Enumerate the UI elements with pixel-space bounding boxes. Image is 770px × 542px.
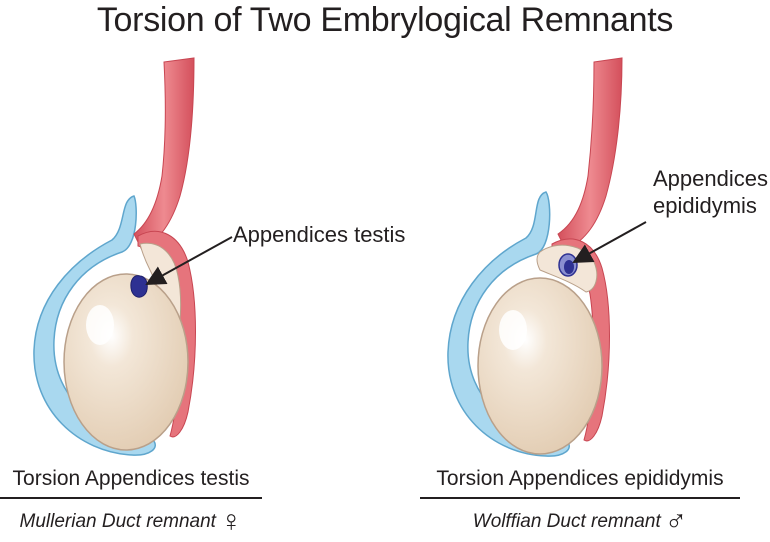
left-testis-illustration xyxy=(33,57,196,456)
left-divider xyxy=(0,497,262,499)
right-testis xyxy=(477,277,603,455)
right-spermatic-cord xyxy=(557,57,623,251)
left-appendix-testis xyxy=(130,275,148,298)
right-appendix-label-line2: epididymis xyxy=(653,193,757,218)
left-pointer-arrow xyxy=(145,236,233,285)
right-caption: Torsion Appendices epididymis xyxy=(436,467,724,490)
left-appendix-label: Appendices testis xyxy=(233,222,406,247)
left-tunica-vaginalis xyxy=(33,195,156,456)
left-subcaption: Mullerian Duct remnant♀ xyxy=(0,507,262,537)
right-appendix-label-line1: Appendices xyxy=(653,166,768,191)
left-caption: Torsion Appendices testis xyxy=(12,467,250,490)
left-spermatic-cord xyxy=(133,57,195,251)
right-subcaption: Wolffian Duct remnant♂ xyxy=(420,507,740,537)
diagram-title: Torsion of Two Embrylogical Remnants xyxy=(96,1,674,39)
right-subcaption-text: Wolffian Duct remnant xyxy=(472,511,661,532)
left-testis xyxy=(63,273,189,451)
right-divider xyxy=(420,497,740,499)
male-symbol-icon: ♂ xyxy=(664,505,688,538)
right-testis-illustration xyxy=(447,57,623,457)
right-pointer-arrow xyxy=(572,221,647,263)
female-symbol-icon: ♀ xyxy=(219,505,243,538)
left-subcaption-text: Mullerian Duct remnant xyxy=(19,511,216,532)
